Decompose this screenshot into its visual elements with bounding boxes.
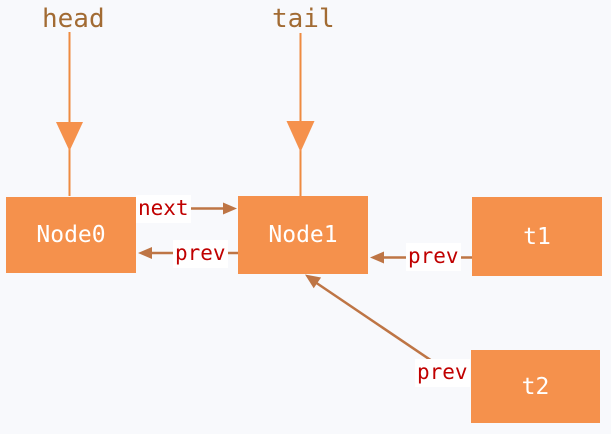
tail-pointer-label: tail (272, 4, 335, 34)
node-box-node1: Node1 (238, 196, 368, 274)
prev-diagonal-edge-label: prev (415, 359, 470, 387)
prev-left-edge-label: prev (173, 240, 228, 268)
prev-diagonal-arrowhead-icon (305, 274, 322, 289)
node-box-node0: Node0 (6, 197, 136, 273)
node-box-t1: t1 (472, 197, 602, 276)
next-edge-label: next (136, 195, 191, 223)
next-arrowhead-icon (223, 202, 237, 215)
head-pointer-label: head (42, 4, 105, 34)
node-label-t2: t2 (521, 373, 550, 400)
node-label-node1: Node1 (268, 222, 338, 248)
node-label-node0: Node0 (36, 222, 106, 248)
head-arrowhead-icon (56, 122, 83, 151)
node-box-t2: t2 (471, 350, 600, 423)
node-label-t1: t1 (523, 223, 551, 250)
tail-arrowhead-icon (286, 121, 315, 152)
prev-right-edge-label: prev (406, 243, 461, 271)
prev-right-arrowhead-icon (370, 251, 384, 264)
prev-left-arrowhead-icon (138, 247, 152, 259)
